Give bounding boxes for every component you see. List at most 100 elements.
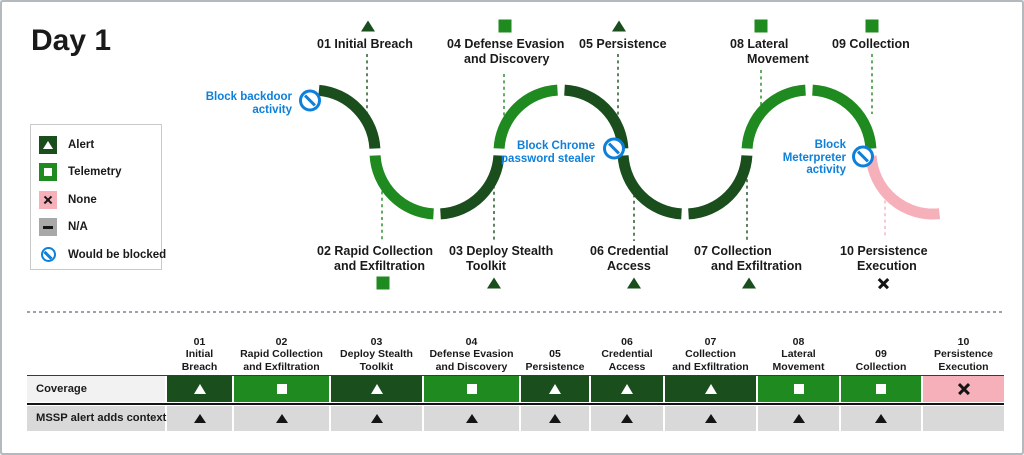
stage-label-01: 01 Initial Breach — [317, 37, 413, 52]
stage-label-line: 10 Persistence — [840, 244, 928, 258]
stage-label-09: 09 Collection — [832, 37, 910, 52]
legend-item-telemetry: Telemetry — [39, 159, 161, 187]
telemetry-square-icon — [876, 384, 886, 394]
mssp-cell-10 — [923, 405, 1004, 431]
coverage-cell-06 — [591, 376, 663, 402]
none-x-icon — [957, 382, 971, 396]
column-header-line: Collection — [855, 360, 907, 373]
annotation-line: Block — [814, 139, 846, 151]
alert-triangle-icon — [704, 413, 717, 423]
legend-item-none: None — [39, 186, 161, 214]
stage-marker-05 — [612, 20, 626, 32]
alert-triangle-icon — [193, 384, 206, 394]
stage-label-line: 04 Defense Evasion — [447, 37, 565, 51]
stage-marker-09 — [865, 19, 879, 33]
annotation-line: activity — [252, 103, 292, 116]
stage-marker-07 — [742, 277, 756, 289]
square-icon — [44, 168, 52, 177]
stage-label-line: 06 Credential — [590, 244, 669, 258]
stage-marker-02 — [376, 276, 390, 290]
stage-label-line: 01 Initial Breach — [317, 37, 413, 51]
mssp-cell-09 — [841, 405, 921, 431]
stage-label-line: and Discovery — [464, 52, 550, 66]
column-header-line: 01 — [193, 335, 206, 348]
mssp-cell-06 — [591, 405, 663, 431]
stage-arc-06 — [617, 154, 683, 220]
alert-triangle-icon — [193, 413, 206, 423]
annotation-line: password stealer — [501, 152, 595, 165]
column-header-line: 08 — [792, 335, 805, 348]
coverage-row: Coverage — [27, 376, 1004, 402]
column-header-line: and Exfiltration — [243, 360, 320, 373]
legend-item-label: N/A — [68, 221, 88, 234]
stage-label-line: Execution — [857, 259, 917, 273]
telemetry-square-icon — [466, 384, 477, 394]
column-header-line: Credential — [601, 348, 653, 360]
column-header-line: Breach — [181, 360, 218, 373]
stage-arc-03 — [439, 154, 505, 220]
stage-label-line: and Exfiltration — [334, 259, 425, 273]
legend-item-label: Telemetry — [68, 166, 122, 179]
stage-marker-03 — [487, 277, 501, 289]
alert-triangle-icon — [612, 20, 626, 32]
telemetry-square-icon — [865, 19, 879, 33]
annotation-line: activity — [806, 164, 846, 176]
telemetry-square-icon — [376, 276, 390, 290]
legend-item-label: Would be blocked — [68, 248, 167, 261]
coverage-row-label: Coverage — [27, 376, 165, 402]
dash-in-gray-square-icon — [39, 218, 57, 237]
dashed-separator — [27, 311, 1004, 313]
stage-arc-07 — [687, 154, 753, 220]
legend-item-blocked: Would be blocked — [39, 241, 166, 269]
column-header-line: Initial — [185, 348, 214, 360]
alert-triangle-icon — [621, 413, 633, 423]
mssp-cell-02 — [234, 405, 329, 431]
coverage-row-top-border — [27, 375, 1004, 376]
column-header-line: 04 — [465, 335, 478, 348]
alert-triangle-icon — [704, 384, 717, 394]
stage-label-line: and Exfiltration — [711, 259, 802, 273]
prohibition-icon — [852, 145, 874, 173]
mssp-row: MSSP alert adds context — [27, 405, 1004, 431]
telemetry-square-icon — [754, 19, 768, 33]
triangle-icon — [43, 140, 53, 149]
column-header-line: 05 — [549, 348, 561, 360]
column-header-line: Lateral — [781, 348, 816, 360]
prohibition-icon — [39, 246, 57, 264]
prohibition-icon — [852, 145, 874, 168]
stage-marker-04 — [498, 19, 512, 33]
stage-marker-06 — [627, 277, 641, 289]
prohibition-icon — [299, 89, 321, 117]
stage-label-line: 09 Collection — [832, 37, 910, 51]
none-x-icon — [877, 277, 890, 290]
alert-triangle-icon — [370, 384, 383, 394]
coverage-cell-08 — [758, 376, 839, 402]
stage-marker-08 — [754, 19, 768, 33]
column-header-line: Toolkit — [359, 360, 394, 373]
alert-triangle-icon — [627, 277, 641, 289]
stage-label-line: Toolkit — [466, 259, 507, 273]
prohibition-icon — [603, 137, 625, 160]
alert-triangle-icon — [487, 277, 501, 289]
annotation-line: Block Chrome — [517, 140, 595, 152]
x-in-pink-square-icon — [39, 190, 57, 209]
column-header-line: Access — [608, 360, 646, 373]
coverage-cell-03 — [331, 376, 422, 402]
alert-triangle-icon — [875, 413, 887, 423]
column-header-line: Movement — [772, 360, 825, 373]
stage-label-line: Access — [607, 259, 651, 273]
alert-triangle-icon — [792, 413, 805, 423]
stage-arc-10 — [865, 155, 941, 220]
coverage-cell-09 — [841, 376, 921, 402]
column-header-line: and Exfiltration — [672, 360, 749, 373]
stage-marker-10 — [877, 277, 890, 290]
